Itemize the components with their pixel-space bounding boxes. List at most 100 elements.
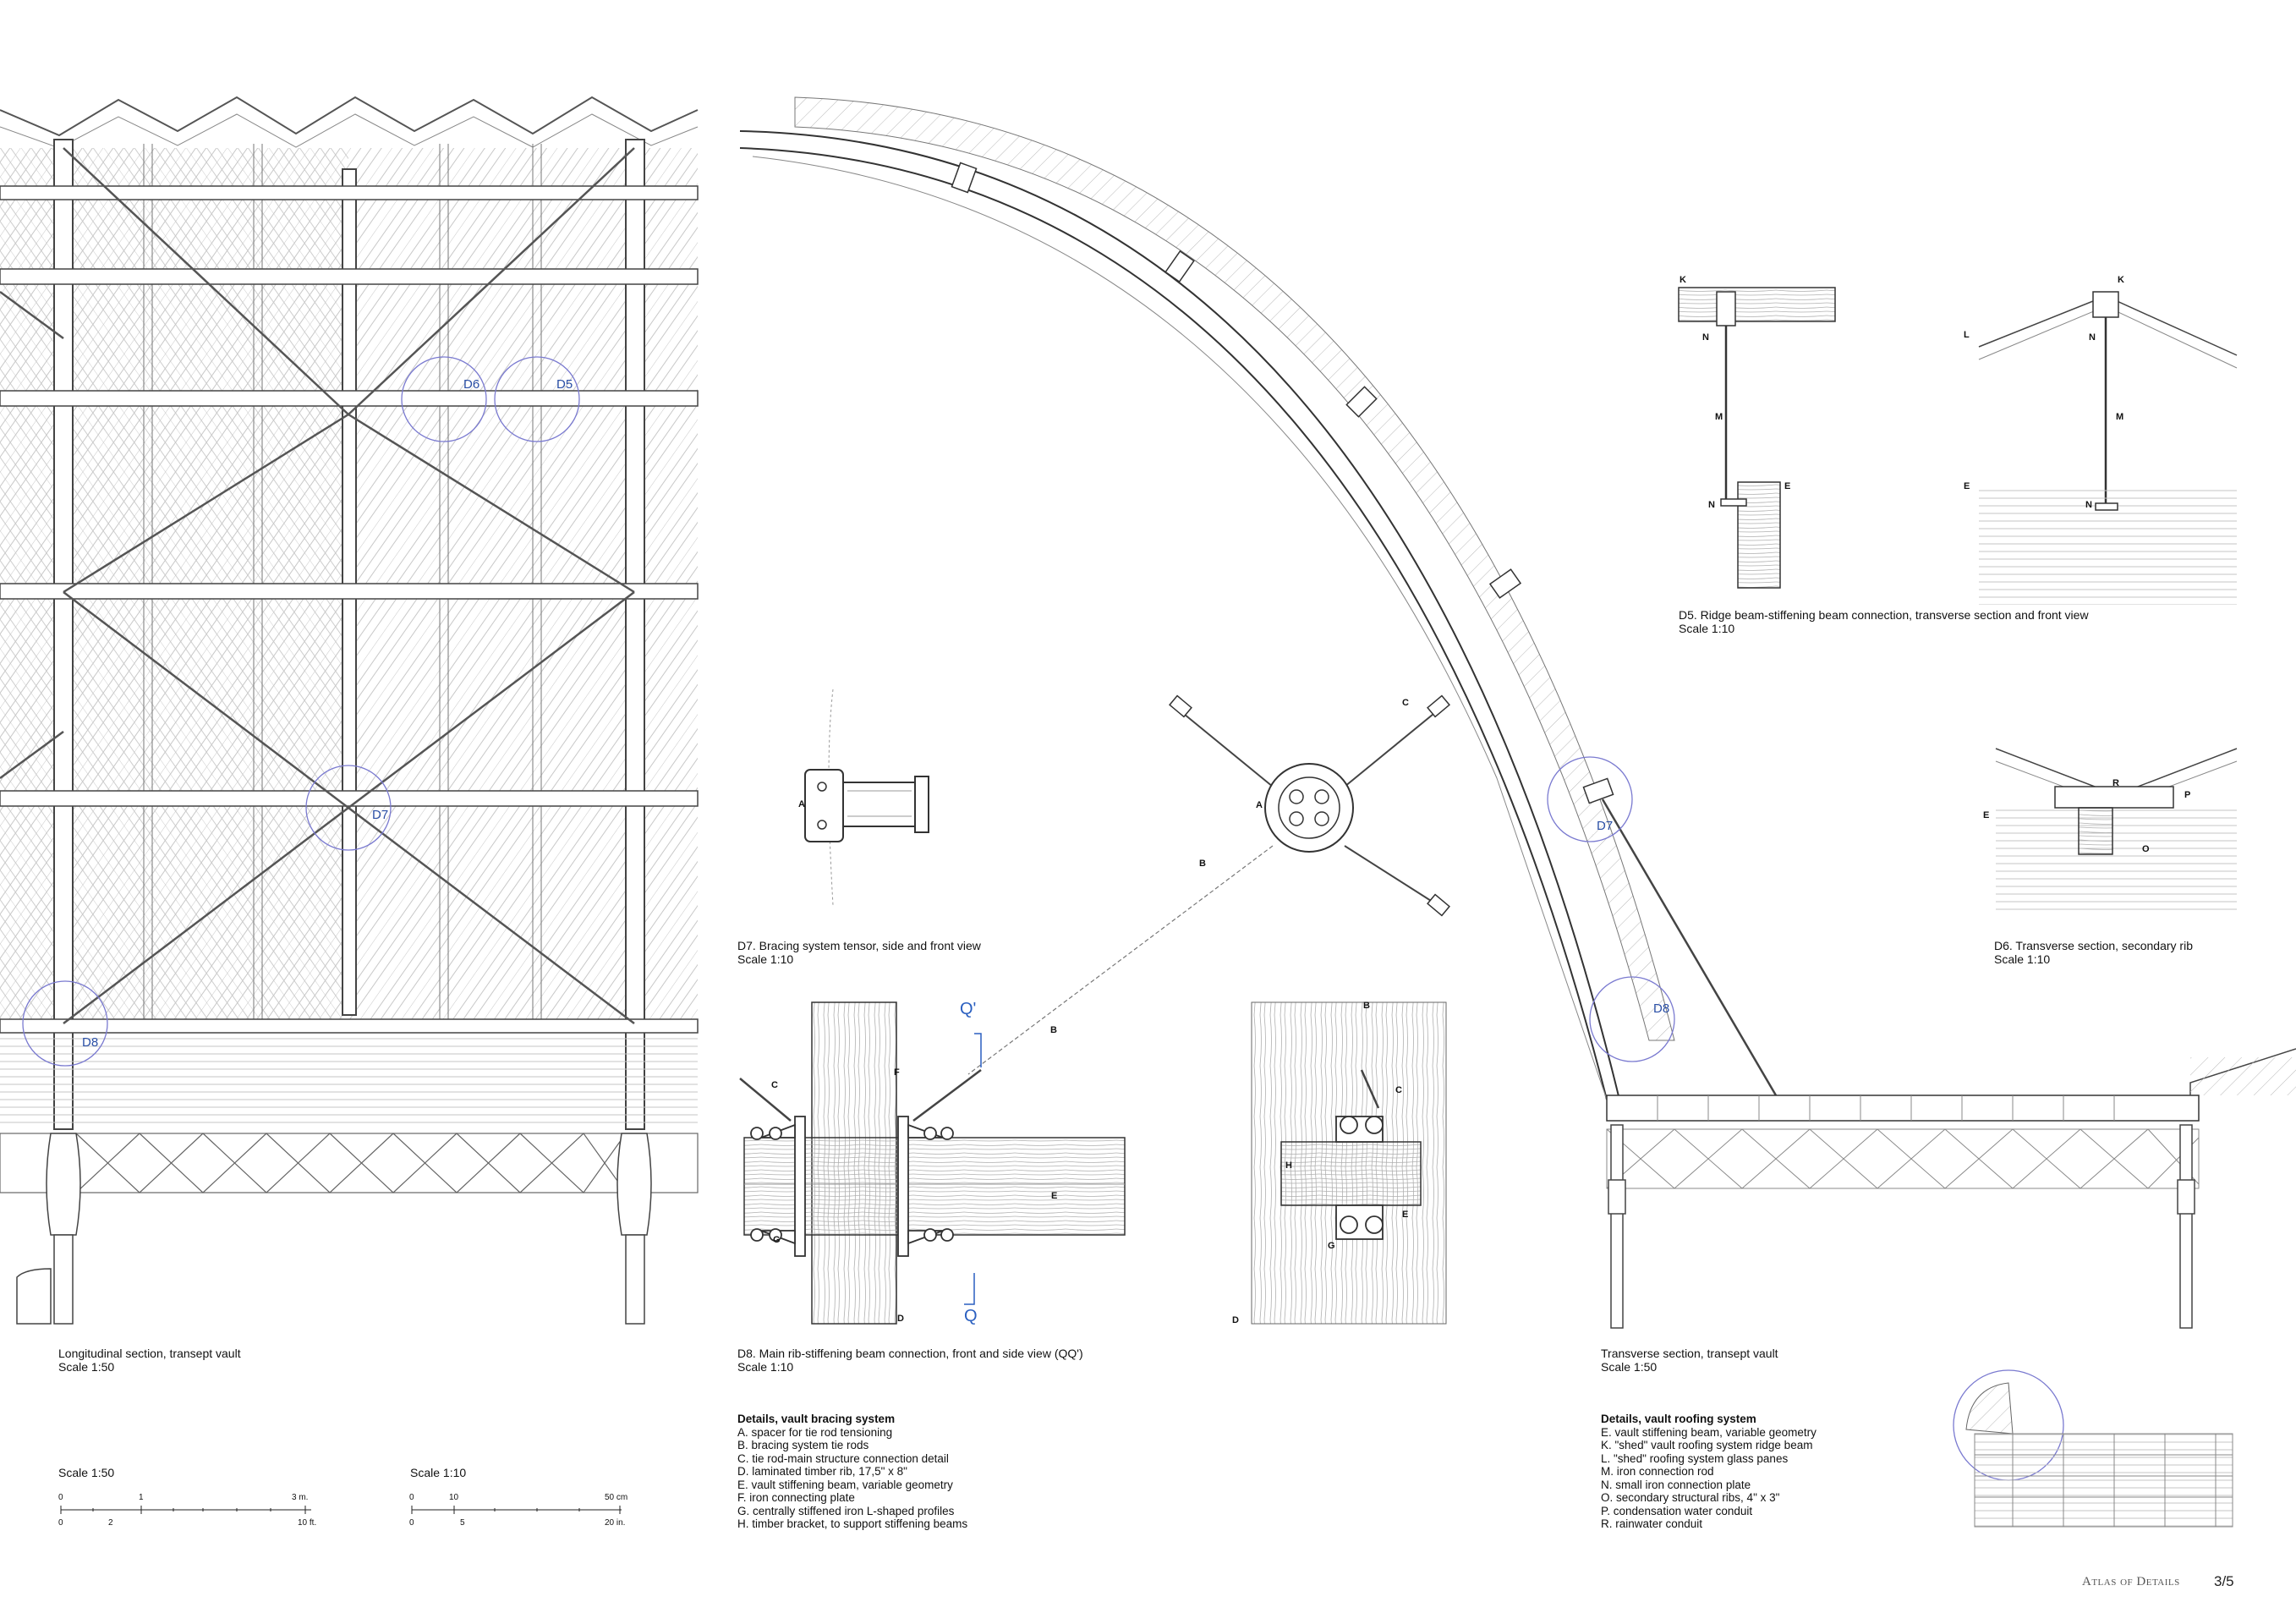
letter-h-side: H [1285,1160,1292,1171]
letter-c-side: C [1395,1085,1402,1095]
legend-bracing-item: D. laminated timber rib, 17,5" x 8" [737,1465,907,1478]
caption-d5-scale: Scale 1:10 [1679,622,1735,635]
letter-k-d5-front: K [2118,275,2124,285]
scale-10-bottom-tick-1: 5 [460,1518,465,1528]
legend-roofing-item: R. rainwater conduit [1601,1517,1703,1530]
caption-d6-title: D6. Transverse section, secondary rib [1994,939,2193,952]
legend-bracing-item: A. spacer for tie rod tensioning [737,1425,893,1439]
letter-r-d6: R [2112,778,2119,788]
letter-k-d5: K [1680,275,1686,285]
letter-e-d8: E [1051,1191,1058,1201]
letter-d-side: D [1232,1315,1239,1325]
legend-bracing-item: G. centrally stiffened iron L-shaped pro… [737,1504,955,1517]
legend-bracing-system: Details, vault bracing system A. spacer … [737,1413,967,1531]
legend-bracing-item: C. tie rod-main structure connection det… [737,1451,949,1465]
scale-50-top-tick-1: 1 [139,1493,144,1502]
letter-o-d6: O [2142,844,2150,854]
letter-e-side: E [1402,1210,1409,1220]
legend-roofing-item: N. small iron connection plate [1601,1478,1751,1491]
scale-10-bottom-tick-0: 0 [409,1518,414,1528]
letter-n-d5-top: N [1702,332,1709,343]
letter-n-d5-front-bottom: N [2085,500,2092,510]
letter-b-front: B [1199,859,1206,869]
detail-marker-d7-transverse[interactable]: D7 [1597,819,1614,833]
scale-50-bottom-tick-2: 10 ft. [298,1518,317,1528]
caption-d7: D7. Bracing system tensor, side and fron… [737,939,981,966]
scale-bar-1-50-graphic [60,1506,311,1514]
letter-l-d5: L [1964,330,1970,340]
legend-roofing-item: M. iron connection rod [1601,1465,1714,1478]
caption-transverse: Transverse section, transept vault Scale… [1601,1347,1778,1374]
caption-longitudinal-title: Longitudinal section, transept vault [58,1347,241,1360]
footer-title: Atlas of Details [2082,1575,2180,1588]
detail-marker-d5[interactable]: D5 [556,377,573,392]
page-number: 3/5 [2214,1573,2234,1589]
detail-marker-d8[interactable]: D8 [82,1035,99,1050]
detail-marker-d6[interactable]: D6 [463,377,480,392]
letter-f-d8: F [894,1067,900,1078]
letter-m-d5: M [1715,412,1723,422]
scale-50-bottom-tick-0: 0 [58,1518,63,1528]
letter-b-side: B [1363,1001,1370,1011]
letter-e-d6: E [1983,810,1990,820]
detail-marker-d7[interactable]: D7 [372,808,389,822]
legend-bracing-item: E. vault stiffening beam, variable geome… [737,1478,953,1491]
legend-roofing-item: O. secondary structural ribs, 4" x 3" [1601,1491,1780,1504]
legend-roofing-item: L. "shed" roofing system glass panes [1601,1451,1789,1465]
scale-bar-1-10-label: Scale 1:10 [410,1466,467,1479]
caption-d5: D5. Ridge beam-stiffening beam connectio… [1679,608,2089,635]
detail-marker-d8-transverse[interactable]: D8 [1653,1001,1670,1016]
caption-d8: D8. Main rib-stiffening beam connection,… [737,1347,1083,1374]
scale-10-top-tick-1: 10 [449,1493,459,1502]
caption-transverse-title: Transverse section, transept vault [1601,1347,1778,1360]
letter-a-front: A [1256,800,1263,810]
letter-e-d5: E [1784,481,1791,491]
d5-drawing [1678,287,2238,605]
key-plan-thumbnail [1953,1369,2233,1528]
d7-tensor-drawing [804,689,1450,1075]
legend-roofing-item: E. vault stiffening beam, variable geome… [1601,1425,1817,1439]
letter-g-side: G [1328,1241,1335,1251]
caption-longitudinal: Longitudinal section, transept vault Sca… [58,1347,241,1374]
letter-e-d5-front: E [1964,481,1970,491]
scale-10-top-tick-0: 0 [409,1493,414,1502]
letter-n-d5-bottom: N [1708,500,1715,510]
caption-d8-scale: Scale 1:10 [737,1360,794,1374]
caption-d7-title: D7. Bracing system tensor, side and fron… [737,939,981,952]
legend-bracing-item: H. timber bracket, to support stiffening… [737,1517,968,1530]
letter-c-d8: C [771,1080,778,1090]
legend-roofing-item: P. condensation water conduit [1601,1504,1753,1517]
d8-front-drawing [739,1001,1126,1325]
letter-m-d5-front: M [2116,412,2124,422]
letter-c-front: C [1402,698,1409,708]
caption-d8-title: D8. Main rib-stiffening beam connection,… [737,1347,1083,1360]
longitudinal-section-drawing [0,96,699,1325]
letter-p-d6: P [2184,790,2191,800]
transverse-section-drawing [739,96,2296,1329]
caption-longitudinal-scale: Scale 1:50 [58,1360,115,1374]
legend-roofing-item: K. "shed" vault roofing system ridge bea… [1601,1439,1813,1451]
caption-d6-scale: Scale 1:10 [1994,952,2051,966]
letter-b-d8: B [1050,1025,1057,1035]
scale-bar-1-10-graphic [411,1506,622,1514]
legend-bracing-item: B. bracing system tie rods [737,1439,869,1451]
d8-side-drawing [1251,1001,1447,1325]
section-marker-q: Q [964,1307,978,1325]
caption-d5-title: D5. Ridge beam-stiffening beam connectio… [1679,608,2089,622]
d6-drawing [1995,748,2238,914]
caption-d7-scale: Scale 1:10 [737,952,794,966]
letter-n-d5-front-top: N [2089,332,2096,343]
scale-50-top-tick-2: 3 m. [292,1493,309,1502]
scale-10-bottom-tick-2: 20 in. [605,1518,626,1528]
legend-bracing-heading: Details, vault bracing system [737,1413,896,1425]
scale-bar-1-50-label: Scale 1:50 [58,1466,115,1479]
caption-transverse-scale: Scale 1:50 [1601,1360,1658,1374]
letter-d-d8: D [897,1314,904,1324]
scale-50-bottom-tick-1: 2 [108,1518,113,1528]
section-marker-q-prime: Q' [960,1000,977,1018]
legend-roofing-system: Details, vault roofing system E. vault s… [1601,1413,1817,1531]
scale-50-top-tick-0: 0 [58,1493,63,1502]
legend-bracing-item: F. iron connecting plate [737,1491,855,1504]
letter-g-d8: G [773,1235,781,1245]
